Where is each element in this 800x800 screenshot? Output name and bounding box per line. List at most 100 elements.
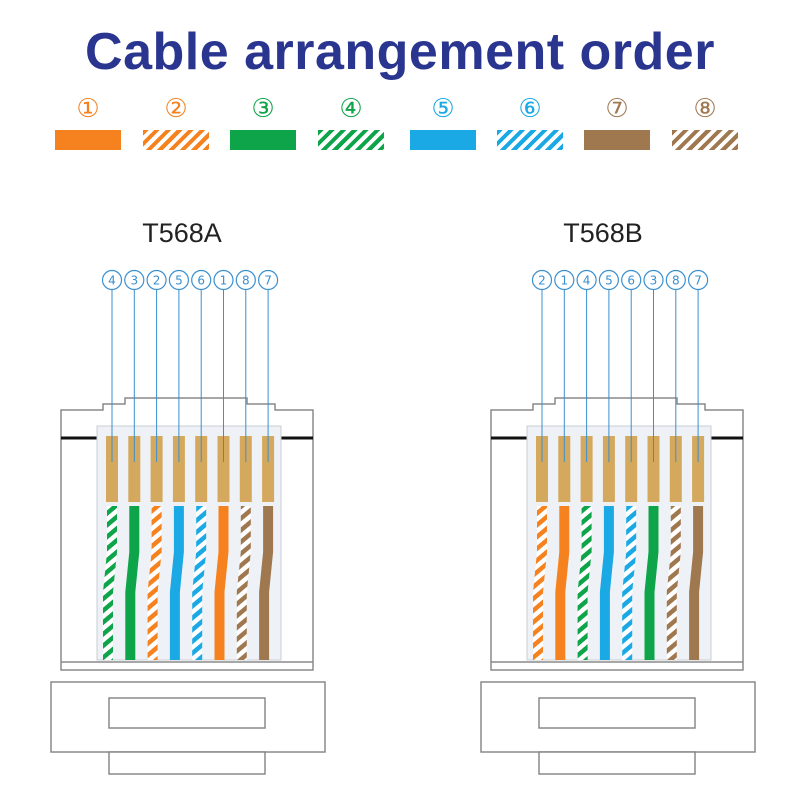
legend-item-1: ① — [55, 92, 121, 156]
wire-5 — [599, 436, 615, 660]
callout-circle — [688, 269, 709, 291]
callout-circle — [643, 269, 664, 291]
wire-6 — [192, 436, 208, 660]
wire-6 — [622, 436, 638, 660]
wire-8 — [236, 436, 252, 660]
contact-pin — [536, 436, 548, 502]
pin-number: 5 — [175, 274, 183, 288]
legend-swatch-solid-brown — [584, 130, 650, 150]
wire-insulation — [622, 506, 637, 660]
wire-8 — [666, 436, 682, 660]
boot-top — [60, 662, 314, 671]
plug-housing — [490, 397, 744, 662]
legend-item-2: ② — [143, 92, 209, 156]
wire-insulation — [236, 506, 251, 660]
legend-item-5: ⑤ — [410, 92, 476, 156]
wire-insulation — [599, 506, 614, 660]
wire-insulation — [644, 506, 659, 660]
inner-cavity — [526, 425, 712, 661]
legend-swatch-striped-blue — [497, 130, 563, 150]
wire-2 — [533, 436, 548, 660]
wire-4 — [577, 436, 593, 660]
callout-circle — [146, 269, 167, 291]
contact-pin — [558, 436, 571, 502]
pin-number: 4 — [583, 274, 591, 288]
legend-number: ③ — [251, 94, 275, 124]
callout-circle — [235, 269, 256, 291]
legend-item-4: ④ — [318, 92, 384, 156]
callout-circle — [101, 269, 123, 291]
callout-circle — [665, 269, 686, 291]
contact-pin — [239, 436, 252, 502]
wire-insulation — [577, 506, 592, 660]
wire-insulation — [533, 506, 547, 660]
contact-pin — [692, 436, 705, 502]
legend-swatch-solid-green — [230, 130, 296, 150]
legend-number: ⑧ — [693, 94, 717, 124]
callout-circle — [576, 269, 597, 291]
wire-4 — [103, 436, 118, 660]
wire-2 — [147, 436, 163, 660]
callout-circle — [124, 269, 145, 291]
pin-number: 8 — [242, 274, 250, 288]
legend-item-6: ⑥ — [497, 92, 563, 156]
inner-cavity — [96, 425, 282, 661]
standard-label-t568a: T568A — [142, 218, 222, 248]
wire-3 — [125, 436, 141, 660]
callout-circle — [621, 269, 642, 291]
cable-exit — [538, 751, 696, 775]
wire-insulation — [125, 506, 140, 660]
pin-number: 7 — [264, 274, 272, 288]
callout-circle — [598, 269, 619, 291]
contact-pin — [669, 436, 682, 502]
legend-swatch-striped-green — [318, 130, 384, 150]
page-title: Cable arrangement order — [85, 23, 715, 81]
boot-top — [490, 662, 744, 671]
callout-circle — [258, 269, 279, 291]
wire-insulation — [147, 506, 162, 660]
standard-label-t568b: T568B — [563, 218, 643, 248]
pin-number: 6 — [627, 274, 635, 288]
contact-pin — [647, 436, 660, 502]
pin-number: 1 — [220, 274, 228, 288]
wire-insulation — [666, 506, 681, 660]
legend-number: ⑤ — [431, 94, 455, 124]
legend-swatch-striped-orange — [143, 130, 209, 150]
pin-number: 7 — [694, 274, 702, 288]
contact-pin — [262, 436, 275, 502]
wire-insulation — [169, 506, 184, 660]
pin-number: 1 — [560, 274, 568, 288]
callout-circle — [531, 269, 553, 291]
callout-circle — [168, 269, 189, 291]
contact-pin — [602, 436, 615, 502]
wire-7 — [689, 436, 705, 660]
wire-insulation — [103, 506, 117, 660]
wire-1 — [214, 436, 230, 660]
contact-pin — [195, 436, 208, 502]
pin-number: 2 — [153, 274, 161, 288]
pin-number: 4 — [108, 274, 116, 288]
contact-pin — [128, 436, 141, 502]
contact-pin — [106, 436, 118, 502]
wire-insulation — [214, 506, 229, 660]
pin-number: 3 — [650, 274, 658, 288]
legend-number: ② — [164, 94, 188, 124]
wire-insulation — [192, 506, 207, 660]
pin-number: 6 — [197, 274, 205, 288]
callout-circle — [191, 269, 212, 291]
pin-number: 2 — [538, 274, 546, 288]
contact-pin — [172, 436, 185, 502]
legend-number: ① — [76, 94, 100, 124]
contact-pin — [625, 436, 638, 502]
contact-pin — [150, 436, 163, 502]
legend-swatch-solid-orange — [55, 130, 121, 150]
legend-number: ⑥ — [518, 94, 542, 124]
legend-swatch-solid-blue — [410, 130, 476, 150]
callout-circle — [213, 269, 234, 291]
legend-number: ⑦ — [605, 94, 629, 124]
wire-5 — [169, 436, 185, 660]
boot-slot — [538, 697, 696, 729]
legend-item-7: ⑦ — [584, 92, 650, 156]
